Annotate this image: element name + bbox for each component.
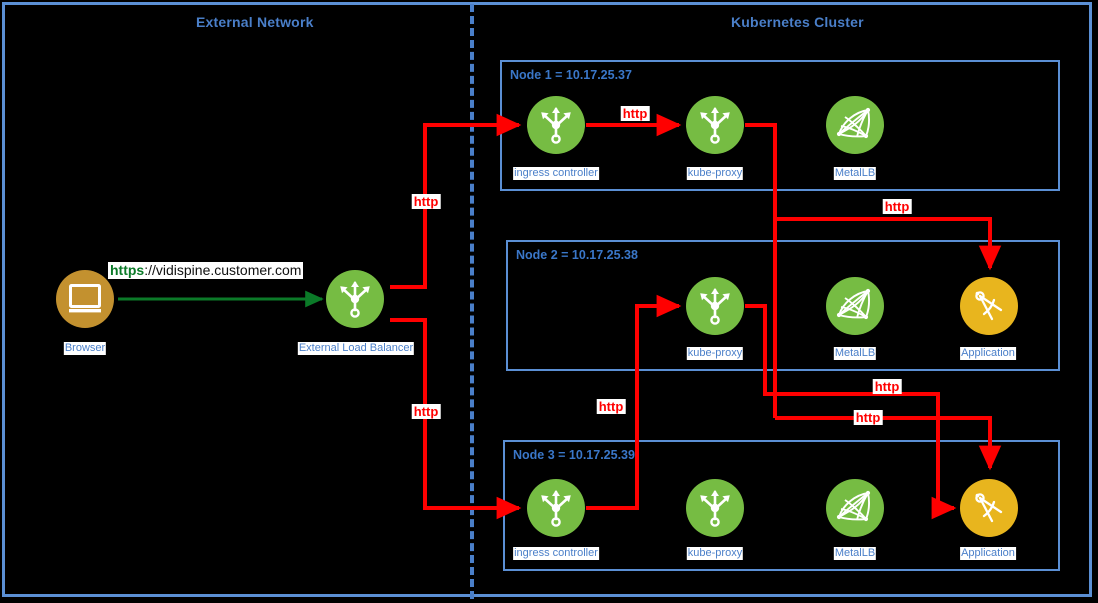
http-label-lb-to-ingress3: http bbox=[411, 404, 441, 419]
node2-kube-proxy-caption: kube-proxy bbox=[686, 347, 744, 360]
node2-kube-proxy[interactable] bbox=[686, 277, 744, 335]
trident-node-icon bbox=[541, 490, 571, 527]
node2-metallb-caption: MetalLB bbox=[833, 347, 877, 360]
url-scheme: https bbox=[110, 262, 145, 278]
compass-icon bbox=[975, 493, 1003, 523]
browser-node[interactable] bbox=[56, 270, 114, 328]
node1-metallb-caption: MetalLB bbox=[833, 167, 877, 180]
node1-ingress-controller[interactable] bbox=[527, 96, 585, 154]
node2-application[interactable] bbox=[960, 277, 1018, 335]
node1-kube-proxy-caption: kube-proxy bbox=[686, 167, 744, 180]
node-2-label: Node 2 = 10.17.25.38 bbox=[516, 248, 638, 262]
node1-ingress-controller-caption: ingress controller bbox=[513, 167, 599, 180]
kubernetes-cluster-title: Kubernetes Cluster bbox=[731, 14, 864, 30]
url-host: ://vidispine.customer.com bbox=[144, 262, 302, 278]
http-label-ingress3-to-proxy2: http bbox=[596, 399, 626, 414]
external-load-balancer-node[interactable] bbox=[326, 270, 384, 328]
node2-metallb[interactable] bbox=[826, 277, 884, 335]
diagram-outer-frame bbox=[2, 2, 1092, 597]
external-network-title: External Network bbox=[196, 14, 314, 30]
http-label-proxy1-to-app2: http bbox=[882, 199, 912, 214]
node1-kube-proxy[interactable] bbox=[686, 96, 744, 154]
compass-icon bbox=[975, 291, 1003, 321]
network-boundary-divider bbox=[470, 4, 474, 599]
mesh-net-icon bbox=[836, 490, 871, 522]
http-label-proxy1-to-app3: http bbox=[872, 379, 902, 394]
node-3-label: Node 3 = 10.17.25.39 bbox=[513, 448, 635, 462]
trident-node-icon bbox=[541, 107, 571, 144]
trident-node-icon bbox=[700, 288, 730, 325]
monitor-icon bbox=[69, 284, 101, 313]
trident-node-icon bbox=[700, 490, 730, 527]
node3-metallb-caption: MetalLB bbox=[833, 547, 877, 560]
node3-metallb[interactable] bbox=[826, 479, 884, 537]
mesh-net-icon bbox=[836, 288, 871, 320]
https-url-label: https://vidispine.customer.com bbox=[108, 262, 304, 279]
http-label-ingress1-to-proxy1: http bbox=[620, 106, 650, 121]
node3-kube-proxy-caption: kube-proxy bbox=[686, 547, 744, 560]
trident-node-icon bbox=[700, 107, 730, 144]
http-label-proxy2-to-app3: http bbox=[853, 410, 883, 425]
http-label-lb-to-ingress1: http bbox=[411, 194, 441, 209]
node1-metallb[interactable] bbox=[826, 96, 884, 154]
node3-application-caption: Application bbox=[960, 547, 1016, 560]
node-1-label: Node 1 = 10.17.25.37 bbox=[510, 68, 632, 82]
browser-caption: Browser bbox=[63, 342, 107, 355]
trident-node-icon bbox=[340, 281, 370, 318]
external-load-balancer-caption: External Load Balancer bbox=[297, 342, 415, 355]
node2-application-caption: Application bbox=[960, 347, 1016, 360]
node3-ingress-controller-caption: ingress controller bbox=[513, 547, 599, 560]
node3-ingress-controller[interactable] bbox=[527, 479, 585, 537]
node3-kube-proxy[interactable] bbox=[686, 479, 744, 537]
node3-application[interactable] bbox=[960, 479, 1018, 537]
mesh-net-icon bbox=[836, 107, 871, 139]
